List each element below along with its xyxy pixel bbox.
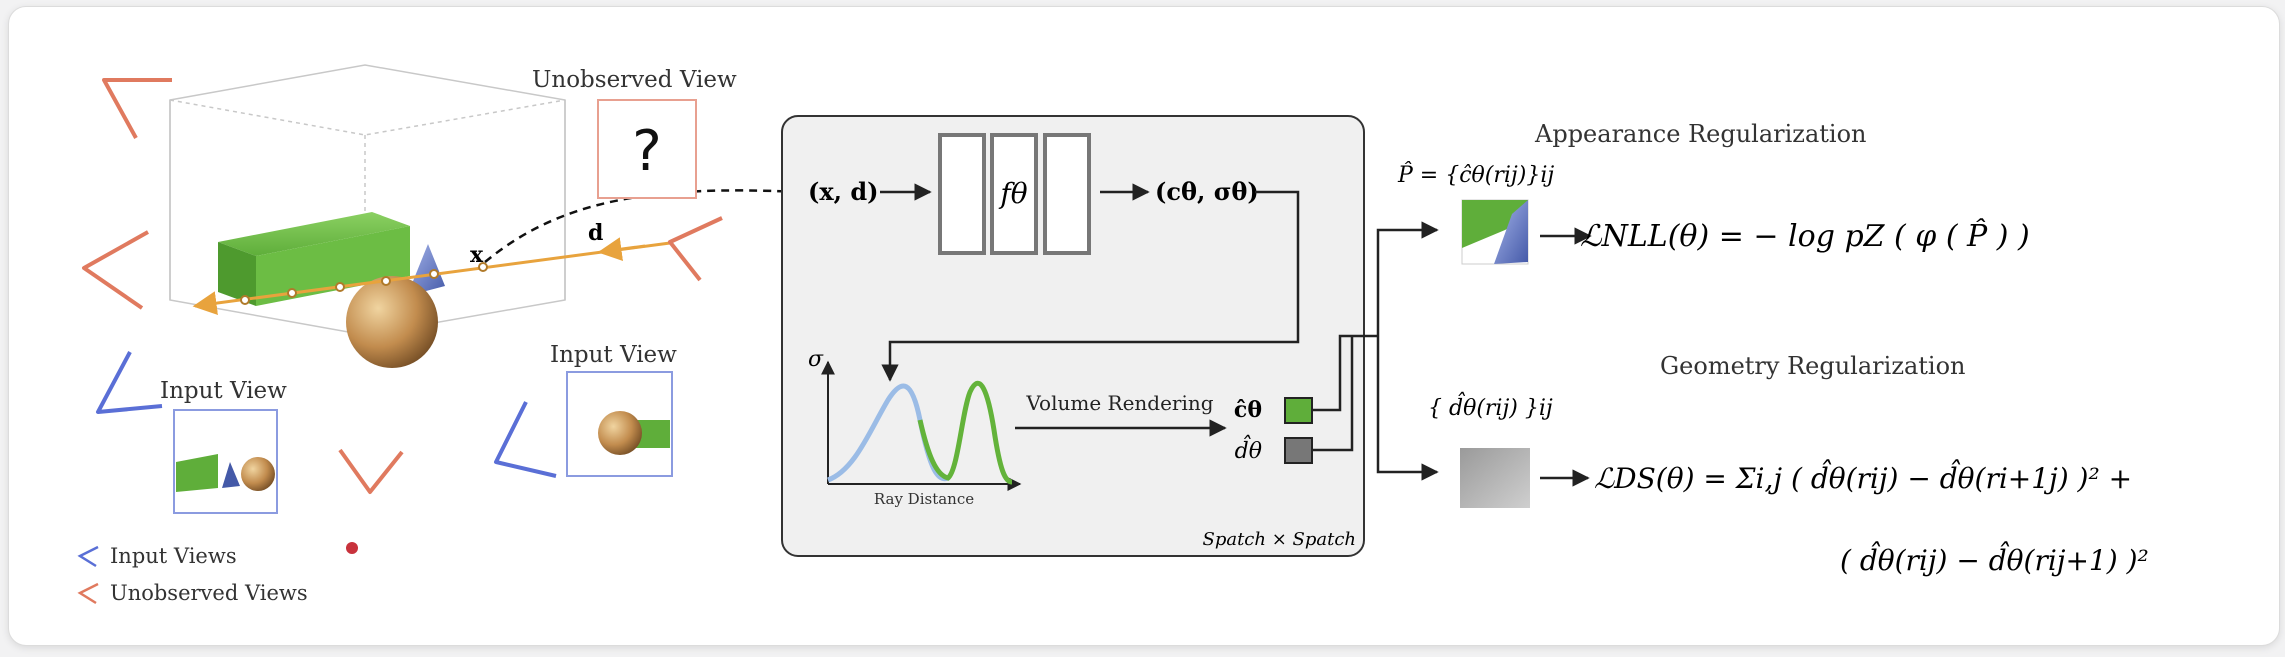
unobserved-view-label: Unobserved View: [532, 67, 737, 93]
patch-size-label: Spatch × Spatch: [1202, 529, 1356, 550]
blue-cone-object: [407, 244, 445, 296]
appearance-patch-set: P̂ = {ĉθ(rij)}ij: [1397, 162, 1554, 188]
legend-unobserved-views: Unobserved Views: [110, 581, 308, 605]
unobserved-view-camera-icon: [77, 582, 99, 605]
input-view-thumbnail-right: [566, 371, 673, 477]
sphere-object: [346, 276, 438, 368]
sigma-label: σ: [808, 347, 824, 372]
unobserved-view-box: [597, 99, 697, 199]
depth-patch-image: [1460, 448, 1530, 508]
depth-output-swatch: [1284, 437, 1313, 464]
network-label: fθ: [998, 177, 1027, 210]
question-mark-icon: ?: [632, 119, 662, 184]
legend-input-views: Input Views: [110, 544, 237, 568]
depth-output-label: d̂θ: [1235, 435, 1262, 464]
regularization-connectors: [1312, 221, 1439, 481]
density-plot: [821, 360, 1022, 491]
input-view-camera-icon: [77, 545, 99, 568]
geometry-patch-set: { d̂θ(rij) }ij: [1428, 392, 1553, 421]
geometry-loss-line1: ℒDS(θ) = Σi,j ( d̂θ(rij) − d̂θ(ri+1j) )²…: [1594, 460, 2132, 495]
geometry-loss-line2: ( d̂θ(rij) − d̂θ(rij+1) )²: [1840, 542, 2149, 577]
mlp-input-label: (x, d): [808, 177, 879, 206]
camera-ray: [192, 237, 671, 316]
appearance-title: Appearance Regularization: [1534, 120, 1867, 148]
appearance-patch-image: [1461, 199, 1529, 265]
mlp-output-label: (cθ, σθ): [1155, 177, 1259, 206]
dashed-connector: [484, 182, 802, 263]
input-view-label-left: Input View: [160, 378, 287, 404]
direction-d-label: d: [588, 220, 603, 246]
point-x-label: x: [470, 242, 484, 268]
input-camera-icon: [96, 351, 557, 478]
ray-distance-label: Ray Distance: [874, 490, 974, 508]
unobserved-camera-icon: [82, 78, 723, 494]
mlp-to-rendering-arrow: [881, 190, 1300, 382]
color-output-label: ĉθ: [1234, 397, 1262, 423]
legend: Input Views Unobserved Views: [77, 544, 308, 605]
input-view-thumbnail-left: [173, 409, 278, 514]
color-output-swatch: [1284, 397, 1313, 424]
marker-dot: [346, 542, 358, 554]
geometry-title: Geometry Regularization: [1660, 352, 1966, 380]
appearance-loss: ℒNLL(θ) = − log pZ ( φ ( P̂ ) ): [1580, 219, 2030, 254]
volume-rendering-label: Volume Rendering: [1025, 391, 1213, 415]
input-view-label-right: Input View: [550, 342, 677, 368]
mlp-network: [938, 133, 1091, 255]
green-box-object: [218, 212, 410, 306]
